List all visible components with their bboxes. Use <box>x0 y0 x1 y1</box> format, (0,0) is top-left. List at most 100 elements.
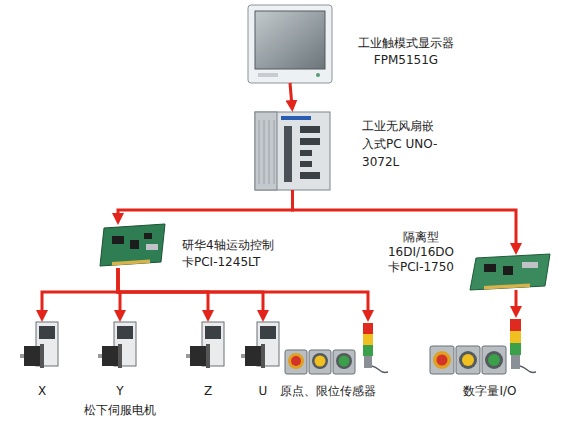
servo-picture <box>186 322 224 368</box>
tower-cable <box>520 366 536 372</box>
button-ring <box>336 353 352 369</box>
servo-motor: Z <box>190 322 226 368</box>
device-label: X <box>14 383 70 399</box>
button-box <box>430 346 454 374</box>
device-label: 原点、限位传感器 <box>268 383 388 399</box>
motor-flange <box>261 344 265 368</box>
green-button <box>488 354 500 366</box>
monitor-badge <box>258 73 278 77</box>
device-label: 研华4轴运动控制 卡PCI-1245LT <box>182 237 284 271</box>
button-ring <box>433 351 451 369</box>
yellow-button <box>462 354 474 366</box>
sensor-picture <box>285 323 388 374</box>
pc-picture <box>255 112 330 190</box>
signal-arrow <box>118 190 293 216</box>
motor-shaft <box>20 354 24 358</box>
pc-port <box>300 150 312 156</box>
tower-yellow <box>363 334 373 345</box>
monitor-picture <box>248 5 332 83</box>
red-button <box>291 356 301 366</box>
servo-motor-body <box>24 346 41 366</box>
button-ring <box>312 353 328 369</box>
signal-arrow <box>515 290 518 309</box>
tower-base <box>364 356 372 368</box>
io-card-picture <box>470 254 550 290</box>
yellow-button <box>315 356 326 367</box>
signal-arrow <box>290 83 292 103</box>
connector <box>146 244 158 250</box>
motor-flange <box>118 344 122 368</box>
green-button <box>339 356 350 367</box>
tower-green <box>510 343 521 355</box>
servo-picture <box>20 322 58 368</box>
connector <box>522 262 538 268</box>
button-ring <box>288 353 304 369</box>
button-ring <box>459 351 477 369</box>
embedded-pc: 工业无风扇嵌 入式PC UNO-3072L <box>255 112 330 190</box>
driver-panel <box>260 326 276 339</box>
servo-picture <box>241 322 279 368</box>
pc-case <box>255 112 330 190</box>
monitor-screen <box>255 11 325 69</box>
digital-io: 数字量I/O <box>428 318 533 378</box>
servo-motor-body <box>190 346 207 366</box>
device-label: Z <box>180 383 236 399</box>
chip <box>503 266 513 275</box>
chip <box>144 233 152 239</box>
pc-fin <box>264 120 265 184</box>
monitor-frame <box>248 5 332 83</box>
device-label: Y <box>92 383 148 399</box>
motor-flange <box>40 344 44 368</box>
device-label: 工业触模式显示器 FPM5151G <box>354 35 458 69</box>
pc-fin <box>269 120 270 184</box>
motor-shaft <box>241 354 245 358</box>
pc-port <box>300 172 320 179</box>
signal-arrow <box>42 268 118 313</box>
pc-side <box>255 112 277 190</box>
motion-card-picture <box>100 224 165 266</box>
tower-base <box>511 355 520 369</box>
signal-arrow <box>293 190 517 246</box>
chip <box>112 236 124 244</box>
servo-motor: U <box>245 322 281 368</box>
driver-panel <box>205 326 221 339</box>
servo-motor: X <box>24 322 60 368</box>
tower-red <box>510 319 521 331</box>
group-caption: 松下伺服电机 <box>60 402 180 419</box>
driver-panel <box>39 326 55 339</box>
gold-fingers <box>112 260 150 266</box>
pc-slot <box>284 126 292 182</box>
chip <box>130 240 139 249</box>
device-label: 数字量I/O <box>430 383 550 399</box>
motor-flange <box>206 344 210 368</box>
digital-io-picture <box>430 319 536 374</box>
servo-motor: Y <box>102 322 138 368</box>
motor-shaft <box>98 354 102 358</box>
button-box <box>333 350 355 374</box>
pcb-board <box>470 254 550 290</box>
pc-port <box>300 126 320 133</box>
tower-green <box>363 345 373 356</box>
driver-panel <box>117 326 133 339</box>
device-label: 隔离型 16DI/16DO 卡PCI-1750 <box>380 230 462 275</box>
button-box <box>482 346 506 374</box>
motor-shaft <box>186 354 190 358</box>
tower-cable <box>372 366 388 372</box>
pcb-board <box>100 224 165 266</box>
pc-port <box>300 138 320 145</box>
monitor-led <box>316 73 320 77</box>
pc-port <box>300 161 312 167</box>
button-box <box>285 350 307 374</box>
touch-monitor: 工业触模式显示器 FPM5151G <box>248 5 332 83</box>
io-card: 隔离型 16DI/16DO 卡PCI-1750 <box>470 255 550 290</box>
signal-arrow <box>118 268 120 313</box>
servo-motor-body <box>102 346 119 366</box>
chip <box>484 264 496 272</box>
device-label: 工业无风扇嵌 入式PC UNO-3072L <box>362 117 444 171</box>
red-button <box>437 355 448 366</box>
gold-fingers <box>484 284 530 290</box>
signal-arrow <box>118 268 368 313</box>
